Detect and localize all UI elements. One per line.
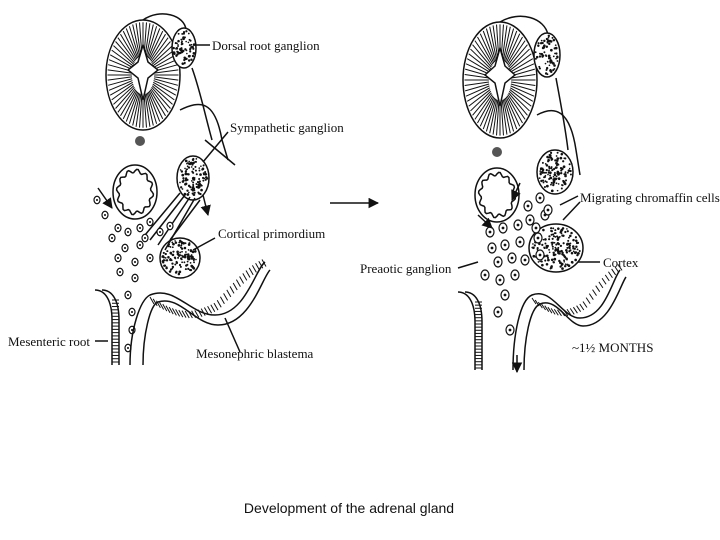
mesentery-right [457,264,627,374]
chromaffin-cells-right [480,192,553,336]
spinal-nerve-left [179,103,229,161]
label-mesonephric-blastema: Mesonephric blastema [196,346,314,361]
notochord-right [492,147,502,157]
leaders-right [457,195,600,269]
label-dorsal-root-ganglion: Dorsal root ganglion [212,38,320,53]
leaders-left [95,44,241,353]
spinal-cord-right [462,21,538,139]
mesentery-left [94,259,271,366]
spinal-cord-left [105,19,181,131]
label-age: ~1½ MONTHS [572,340,653,355]
label-sympathetic-ganglion: Sympathetic ganglion [230,120,344,135]
label-migrating-chromaffin-cells: Migrating chromaffin cells [580,190,720,205]
sympathetic-ganglion-right [536,149,574,195]
sympathetic-ganglion-left [176,155,210,201]
migration-streaks-left [144,192,211,251]
dorsal-root-ganglion-left [142,13,197,69]
label-cortex: Cortex [603,255,639,270]
notochord-left [135,136,145,146]
dorsal-root-ganglion-right [499,15,561,78]
left-panel: Dorsal root ganglion Sympathetic ganglio… [8,13,344,366]
figure-caption: Development of the adrenal gland [243,500,455,516]
aorta-right [474,167,520,223]
label-mesenteric-root: Mesenteric root [8,334,90,349]
label-cortical-primordium: Cortical primordium [218,226,325,241]
right-panel: Migrating chromaffin cells Preaotic gang… [360,15,720,374]
label-preaotic-ganglion: Preaotic ganglion [360,261,452,276]
chromaffin-cells-left [93,195,174,353]
aorta-left [112,164,158,220]
cortical-primordium-left [159,237,201,279]
